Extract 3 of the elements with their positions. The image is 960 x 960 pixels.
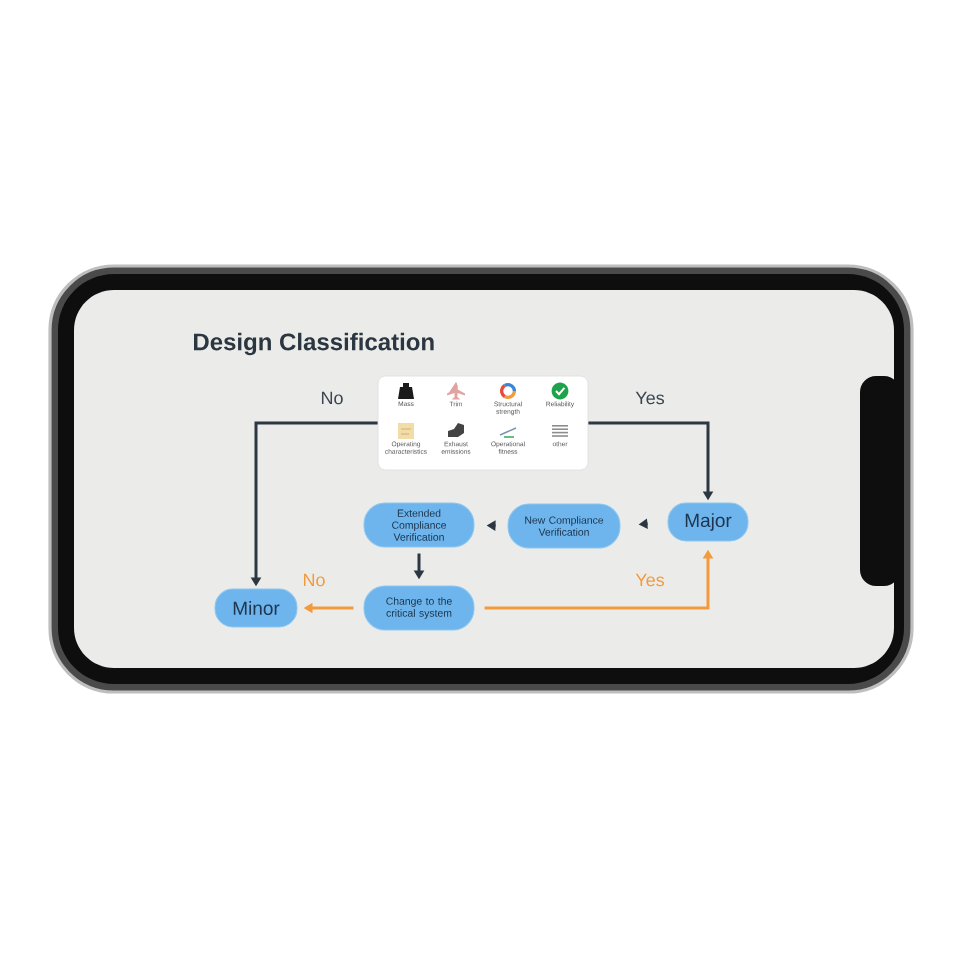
process-box: Major [667, 502, 749, 542]
title: Design Classification [194, 332, 434, 356]
process-box: Minor [214, 588, 298, 628]
